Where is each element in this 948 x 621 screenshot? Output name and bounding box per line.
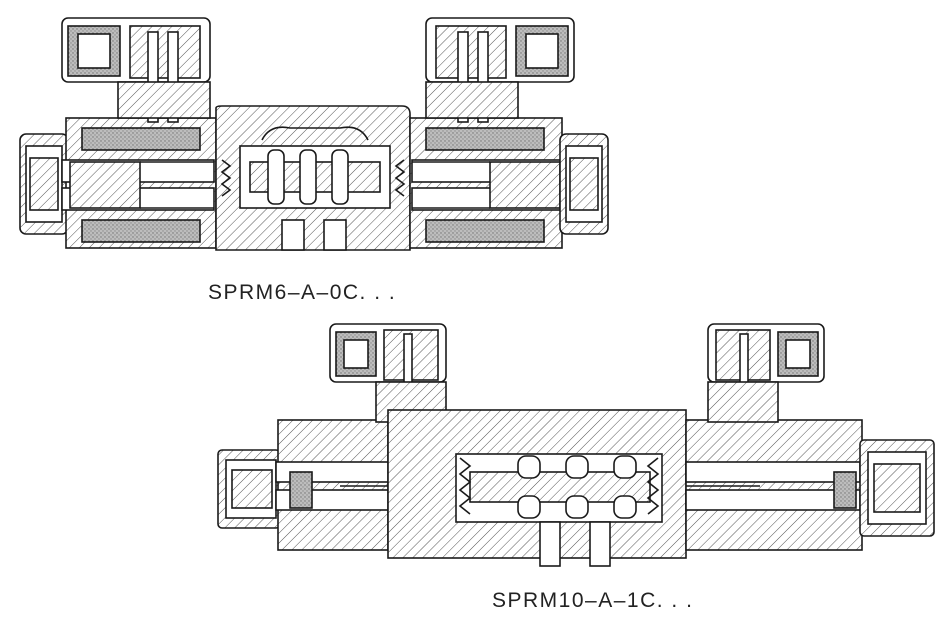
right-solenoid <box>409 117 565 249</box>
center-body <box>215 105 411 251</box>
right-end-cap <box>559 133 609 235</box>
left-connector <box>61 17 211 123</box>
model-label-sprm6: SPRM6–A–0C. . . <box>208 281 397 304</box>
valve-sprm10-drawing <box>217 323 935 567</box>
left-end-cap <box>19 133 69 235</box>
center-body <box>387 409 687 567</box>
right-connector <box>425 17 575 123</box>
right-end-cap <box>859 439 935 537</box>
left-connector <box>329 323 447 423</box>
left-solenoid <box>275 419 389 551</box>
left-end-cap <box>217 449 281 529</box>
model-label-sprm10: SPRM10–A–1C. . . <box>492 589 694 612</box>
valve-sprm6-drawing <box>19 17 609 251</box>
left-solenoid <box>61 117 217 249</box>
right-solenoid <box>685 419 863 551</box>
right-connector <box>707 323 825 423</box>
